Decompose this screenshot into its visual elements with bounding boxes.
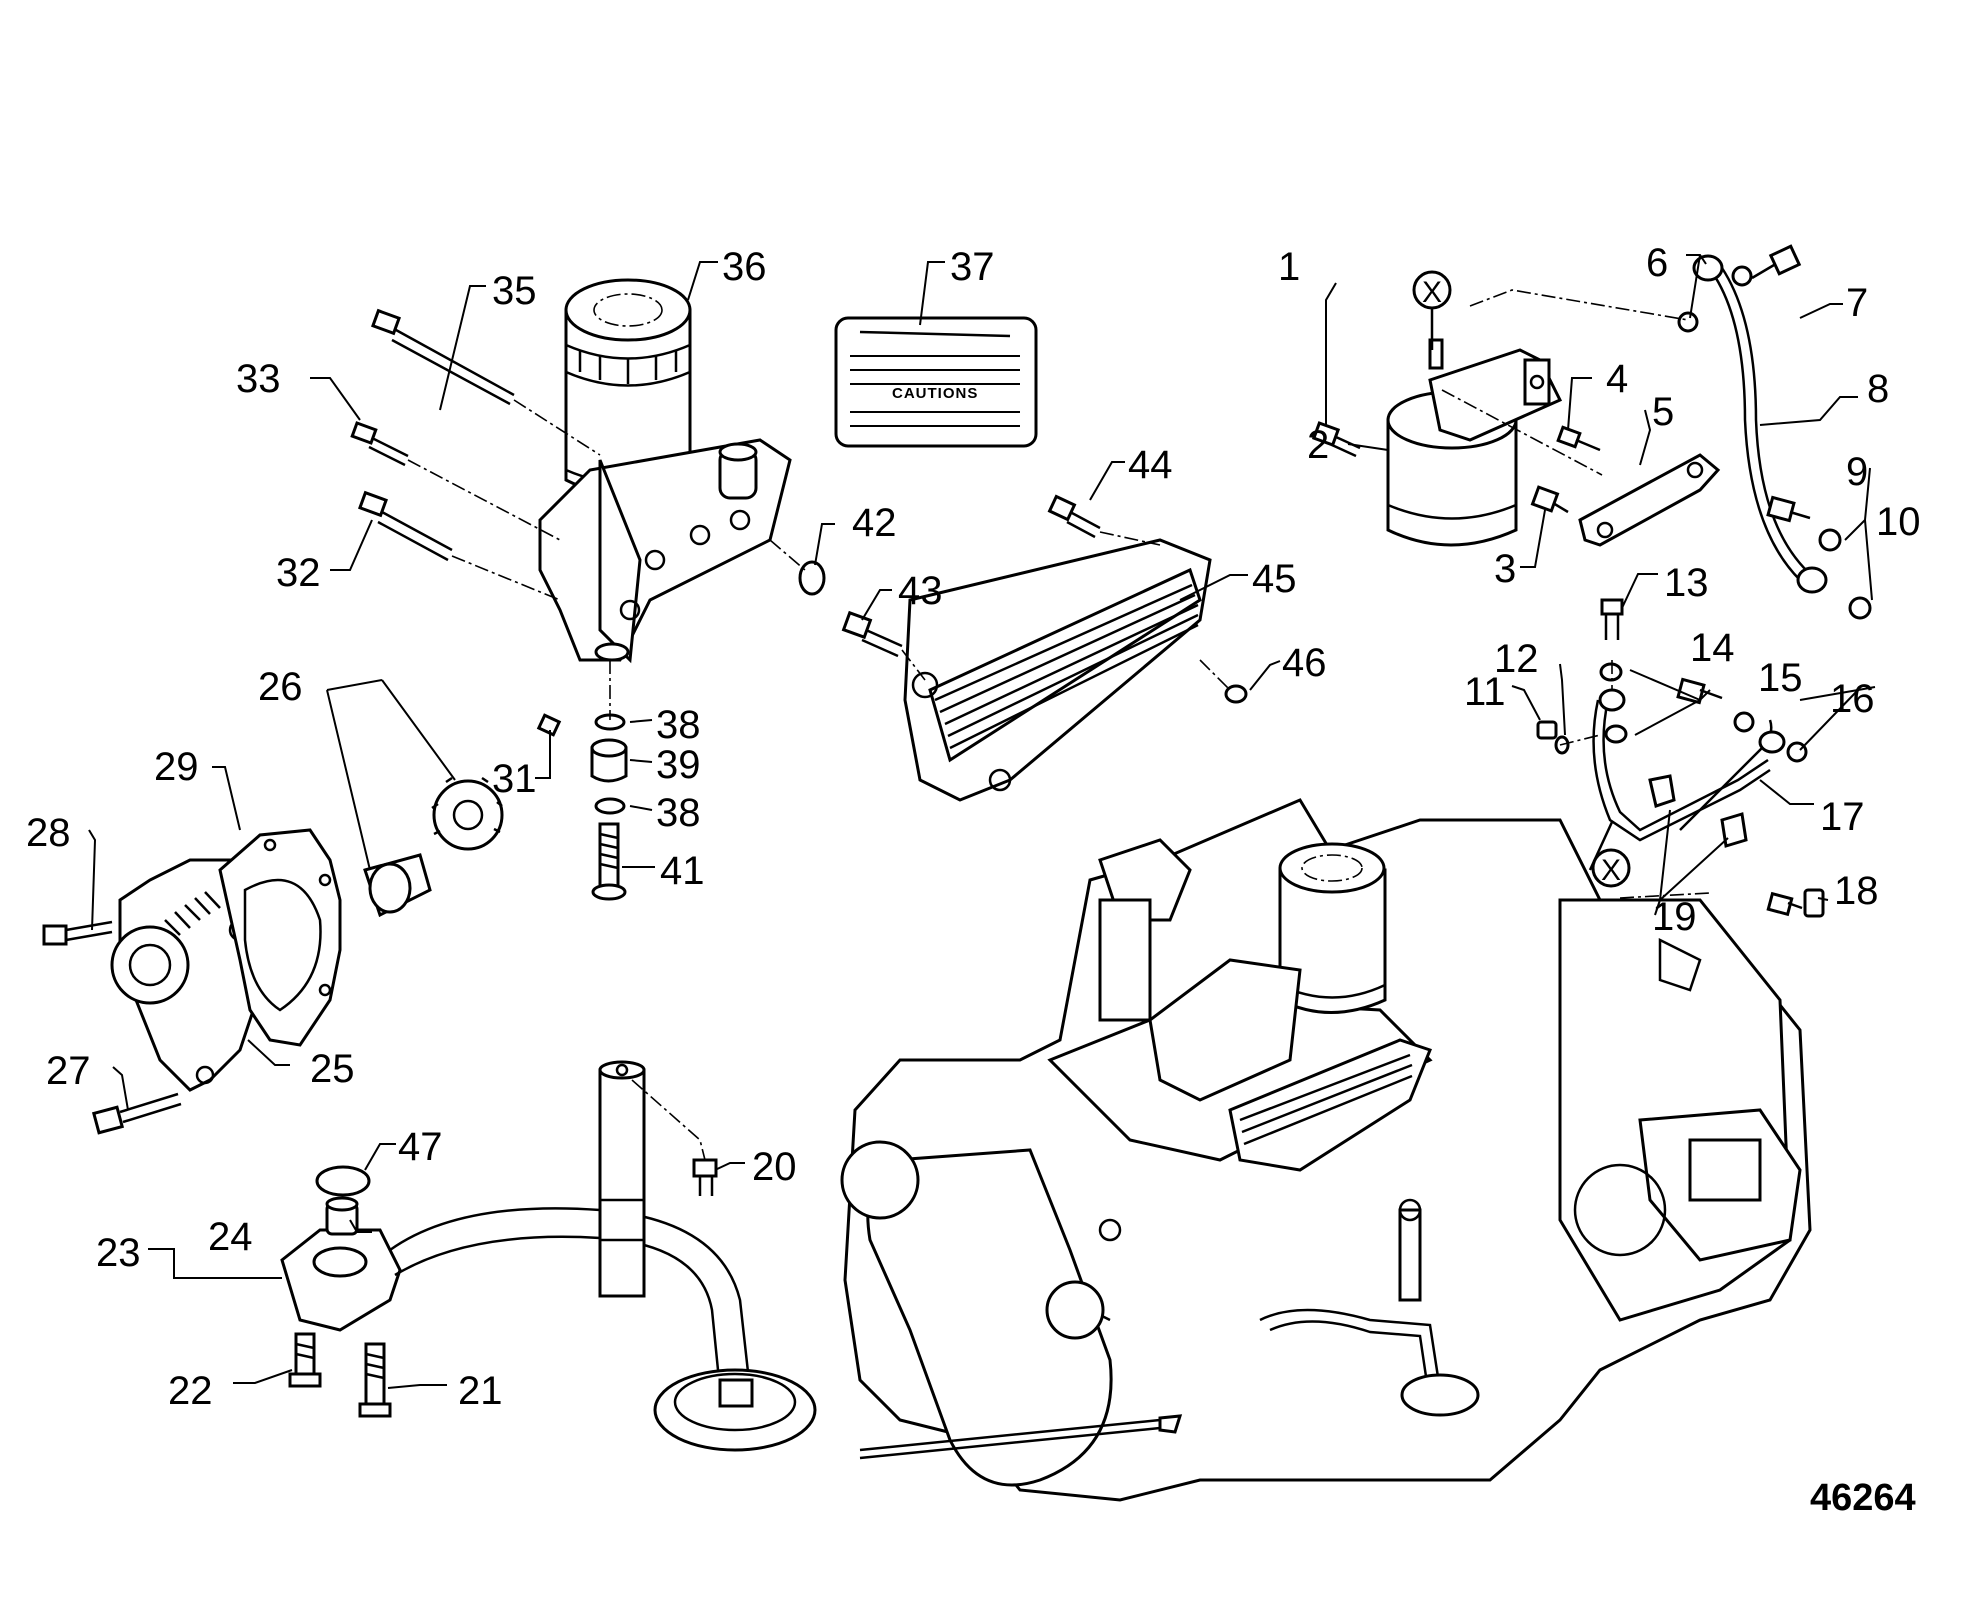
callout-39: 39 [656,743,701,787]
caution-decal-37: CAUTIONS [834,316,1038,448]
callout-37: 37 [950,245,995,289]
callout-15: 15 [1758,656,1803,700]
x-marker-label-2: X [1601,854,1621,887]
washer-10a [1818,528,1842,552]
callout-47: 47 [398,1125,443,1169]
fuel-line-8 [1692,254,1828,594]
callout-4: 4 [1606,357,1628,401]
bolt-32 [358,490,453,562]
callout-28: 28 [26,811,71,855]
bolt-43 [841,610,903,658]
o-ring-46 [1224,684,1248,704]
callout-36: 36 [722,245,767,289]
callout-38b: 38 [656,791,701,835]
o-ring-47 [315,1165,371,1197]
washer-6b [1677,311,1699,333]
gasket-29 [218,828,342,1047]
callout-41: 41 [660,849,705,893]
callout-45: 45 [1252,557,1297,601]
fuel-filter-2 [1386,338,1563,547]
callout-21: 21 [458,1369,503,1413]
bolt-28 [42,920,113,946]
bolt-4 [1556,425,1601,452]
bolt-21 [358,1342,392,1418]
callout-7: 7 [1846,281,1868,325]
bolt-20 [692,1158,718,1196]
oil-pickup-tube-23 [280,1060,817,1452]
callout-17: 17 [1820,795,1865,839]
callout-13: 13 [1664,561,1709,605]
fitting-3 [1530,485,1569,514]
callout-18: 18 [1834,869,1879,913]
washer-14b [1604,724,1628,744]
washer-16a [1733,711,1755,733]
bolt-44 [1047,494,1101,539]
callout-11: 11 [1464,670,1506,714]
callout-31: 31 [492,757,537,801]
callout-33: 33 [236,357,281,401]
callout-43: 43 [898,569,943,613]
oil-filter-adapter-housing [538,438,792,664]
bolt-27 [91,1092,182,1135]
callout-29: 29 [154,745,199,789]
bracket-5 [1578,453,1721,547]
callout-1: 1 [1278,245,1300,289]
relief-valve-parts [536,660,628,901]
callout-19: 19 [1652,895,1697,939]
engine-block [840,798,1812,1502]
callout-12: 12 [1494,637,1539,681]
callout-5: 5 [1652,390,1674,434]
o-ring-42 [798,560,826,596]
figure-number: 46264 [1810,1477,1916,1519]
stud-33 [350,421,409,467]
callout-16: 16 [1830,677,1875,721]
callout-38a: 38 [656,703,701,747]
callout-8: 8 [1867,367,1889,411]
callout-44: 44 [1128,443,1173,487]
bolt-13 [1600,598,1624,640]
callout-22: 22 [168,1369,213,1413]
bolt-35 [371,308,515,406]
callout-25: 25 [310,1047,355,1091]
callout-2: 2 [1307,423,1329,467]
rotor-set-26 [326,679,504,918]
washer-14a [1599,662,1623,682]
callout-6: 6 [1646,241,1668,285]
oil-filter-36 [564,278,692,497]
bolt-9 [1766,495,1811,523]
callout-20: 20 [752,1145,797,1189]
callout-32: 32 [276,551,321,595]
bolt-15 [1676,677,1723,705]
callout-26: 26 [258,665,303,709]
fuel-line-17 [1592,688,1786,842]
callout-42: 42 [852,501,897,545]
screw-18 [1766,888,1825,918]
callout-35: 35 [492,269,537,313]
decal-text: CAUTIONS [892,385,978,402]
callout-9: 9 [1846,450,1868,494]
strainer-cap-24 [325,1196,359,1236]
callout-24: 24 [208,1215,253,1259]
x-marker-label-1: X [1422,276,1442,309]
oil-cooler-45 [903,538,1212,802]
callout-14: 14 [1690,626,1735,670]
bolt-7 [1751,244,1802,280]
callout-23: 23 [96,1231,141,1275]
callout-27: 27 [46,1049,91,1093]
washer-10b [1848,596,1872,620]
washer-6a [1731,265,1753,287]
callout-46: 46 [1282,641,1327,685]
leader-lines [88,254,1876,1389]
callout-3: 3 [1494,547,1516,591]
callout-10: 10 [1876,500,1921,544]
x-marker-2 [1591,848,1631,888]
nut-11 [1536,720,1558,740]
bolt-22 [288,1332,322,1388]
